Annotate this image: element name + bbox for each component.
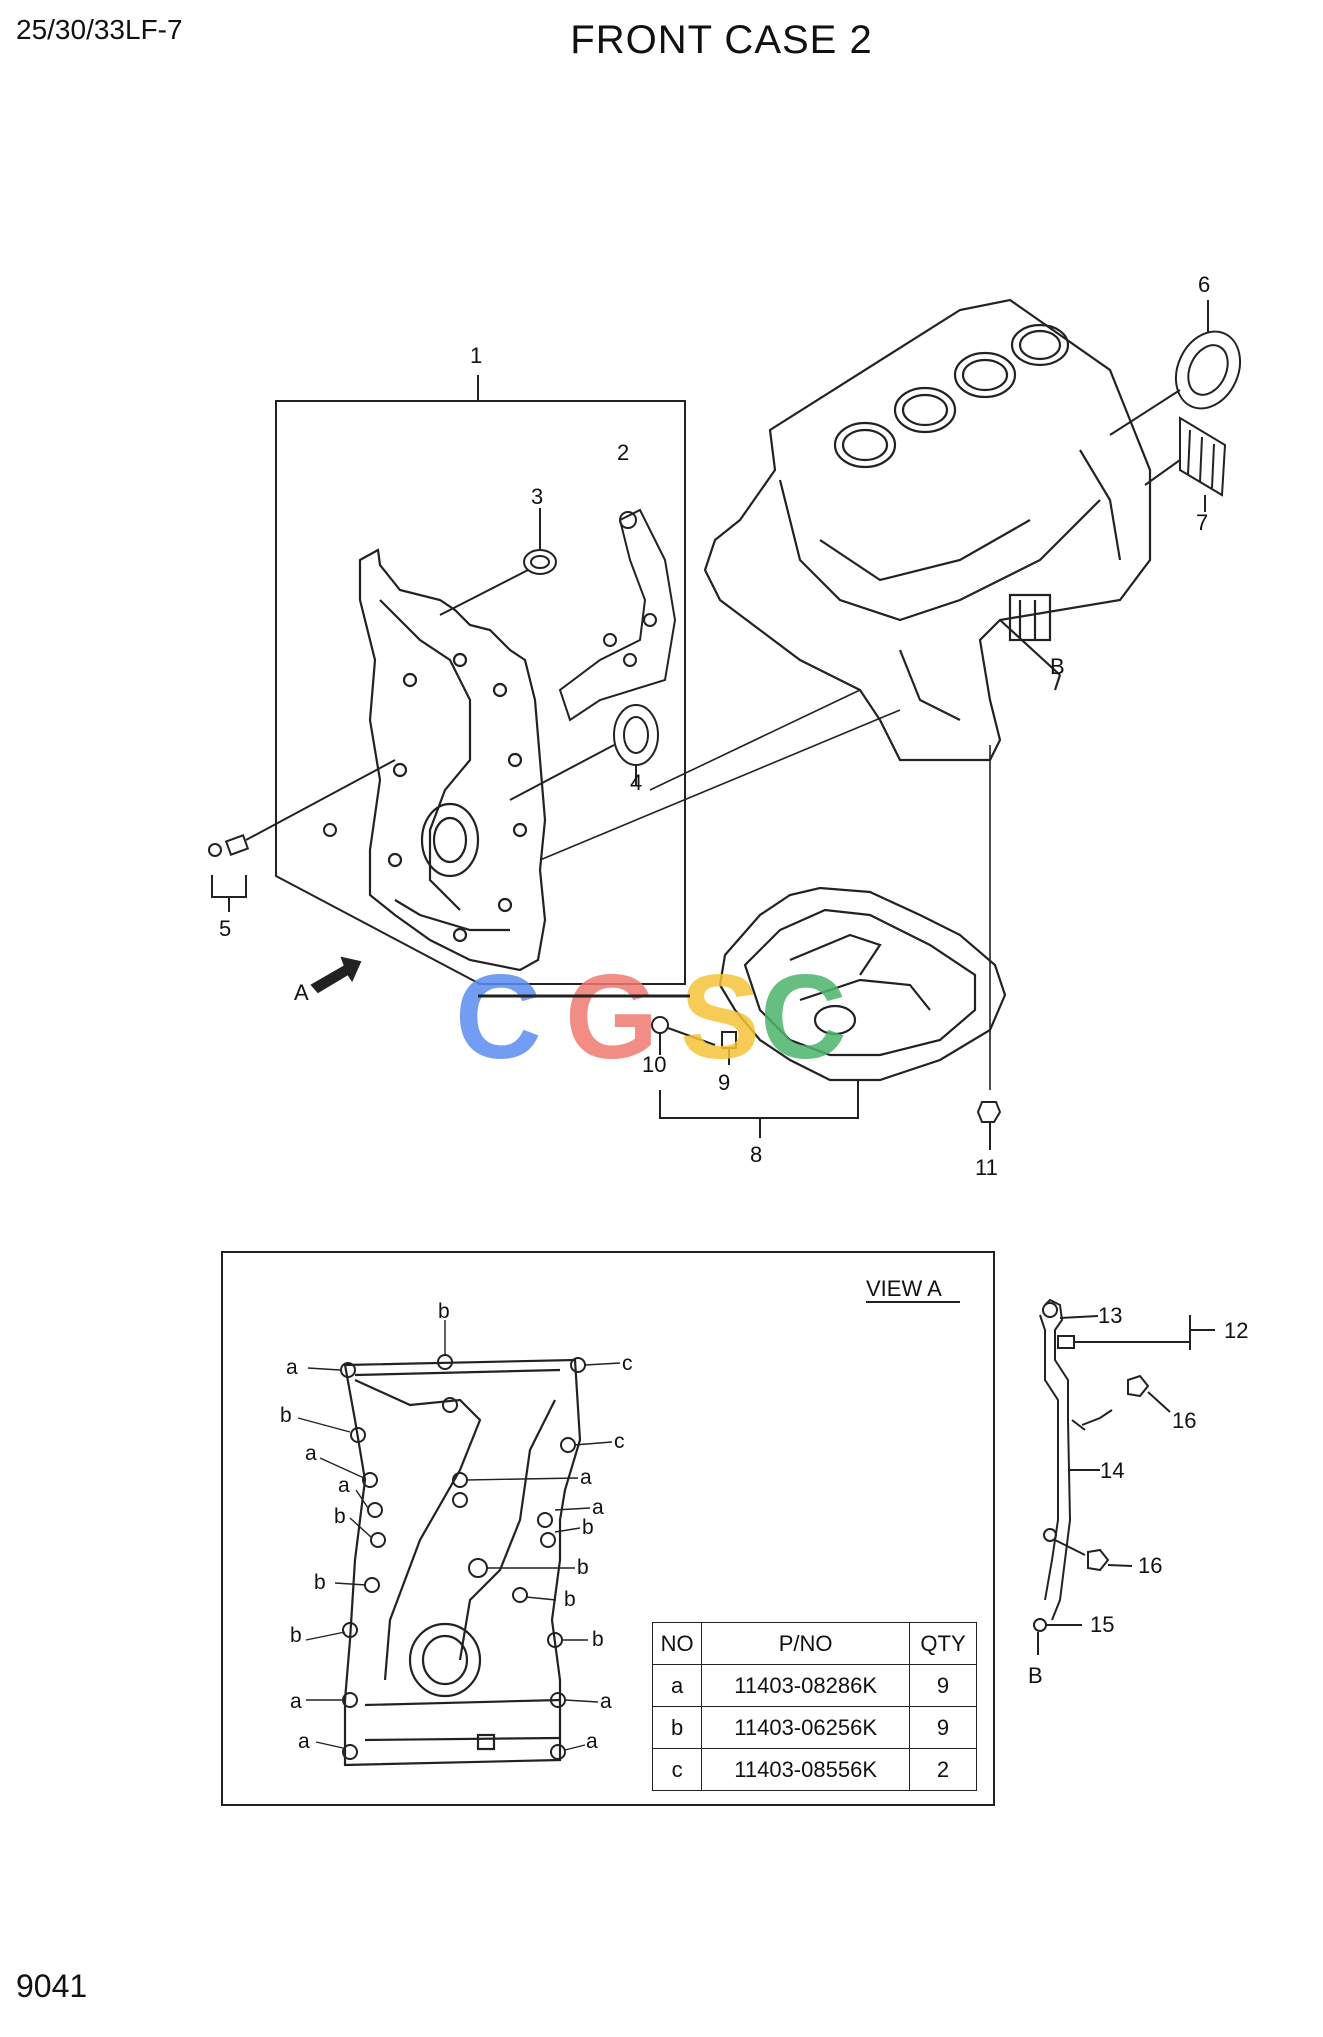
callout-16-upper: 16 [1172,1408,1196,1433]
cell-pno: 11403-08286K [701,1664,911,1707]
bolt-letter: a [586,1730,598,1753]
watermark-logo: C G S C [455,950,847,1084]
view-a-front-case [343,1358,582,1767]
callout-view-a: A [294,980,309,1005]
item-6-rear-seal [1109,300,1242,436]
page-title: FRONT CASE 2 [570,18,873,62]
bolt-letter: b [280,1404,292,1427]
bolt-letter: a [580,1466,592,1489]
callout-15: 15 [1090,1612,1114,1637]
bolt-letter: a [305,1442,317,1465]
bolt-letter: b [334,1505,346,1528]
header-no: NO [651,1622,703,1665]
bolt-letter: b [290,1624,302,1647]
bolt-letter: a [600,1690,612,1713]
header-pno: P/NO [701,1622,911,1665]
callout-7: 7 [1196,510,1208,535]
view-a-label: VIEW A [866,1276,942,1301]
callout-12: 12 [1224,1318,1248,1343]
callout-9: 9 [718,1070,730,1095]
item-3-seal [439,508,557,616]
callout-6: 6 [1198,272,1210,297]
bolt-letter: c [614,1430,625,1453]
item-11-bolt [976,1101,1002,1150]
cell-qty: 2 [909,1748,977,1791]
bolt-letter: a [592,1496,604,1519]
callout-b-lower: B [1028,1663,1043,1688]
model-code: 25/30/33LF-7 [16,14,183,45]
parts-table-header: NO P/NO QTY [651,1622,977,1665]
callout-16-lower: 16 [1138,1553,1162,1578]
item-1-frame [275,375,686,985]
callout-4: 4 [630,770,642,795]
watermark-letter-4: C [760,950,847,1084]
watermark-letter-1: C [455,950,542,1084]
table-row: a 11403-08286K 9 [651,1664,977,1707]
callouts: 1 2 3 4 5 6 7 8 9 10 11 12 13 14 15 16 1… [219,272,1248,1753]
cell-qty: 9 [909,1706,977,1749]
bolt-letter: a [338,1474,350,1497]
cell-no: c [651,1748,703,1791]
item-7-plate [1144,416,1227,512]
cell-pno: 11403-06256K [701,1706,911,1749]
callout-b-upper: B [1050,654,1065,679]
callout-5: 5 [219,916,231,941]
bolt-letter: b [577,1556,589,1579]
watermark-letter-2: G [565,950,658,1084]
bolt-letter: b [438,1300,450,1323]
table-row: c 11403-08556K 2 [651,1748,977,1791]
bolt-letter: a [298,1730,310,1753]
oil-pan [718,886,1007,1082]
view-a-leaders [297,1320,621,1751]
bolt-letter: b [564,1588,576,1611]
front-case-cover [358,548,547,972]
bolt-letter: b [314,1571,326,1594]
callout-14: 14 [1100,1458,1124,1483]
page-number: 9041 [16,1968,88,2004]
callout-11: 11 [975,1155,998,1180]
callout-10: 10 [642,1052,666,1077]
cell-qty: 9 [909,1664,977,1707]
callout-8: 8 [750,1142,762,1167]
header-qty: QTY [909,1622,977,1665]
callout-1: 1 [470,343,482,368]
callout-2: 2 [617,440,629,465]
bolt-letter: b [592,1628,604,1651]
item-2-bracket [558,508,677,722]
watermark-letter-3: S [680,950,760,1084]
assembly-lines [539,689,991,1090]
cell-no: b [651,1706,703,1749]
callout-3: 3 [531,484,543,509]
dipstick-assembly [1033,1298,1215,1655]
item-5-dowel [208,759,396,912]
item-4-oil-seal [509,704,659,801]
bolt-letter: a [286,1356,298,1379]
parts-table: NO P/NO QTY a 11403-08286K 9 b 11403-062… [651,1622,977,1791]
table-row: b 11403-06256K 9 [651,1706,977,1749]
view-a-arrow [310,956,362,994]
callout-13: 13 [1098,1303,1122,1328]
cell-no: a [651,1664,703,1707]
engine-block [703,298,1152,762]
bolt-letter: c [622,1352,633,1375]
cell-pno: 11403-08556K [701,1748,911,1791]
bolt-letter: b [582,1516,594,1539]
items-9-10 [651,1016,859,1138]
view-a-box [221,1251,995,1806]
bolt-letter: a [290,1690,302,1713]
